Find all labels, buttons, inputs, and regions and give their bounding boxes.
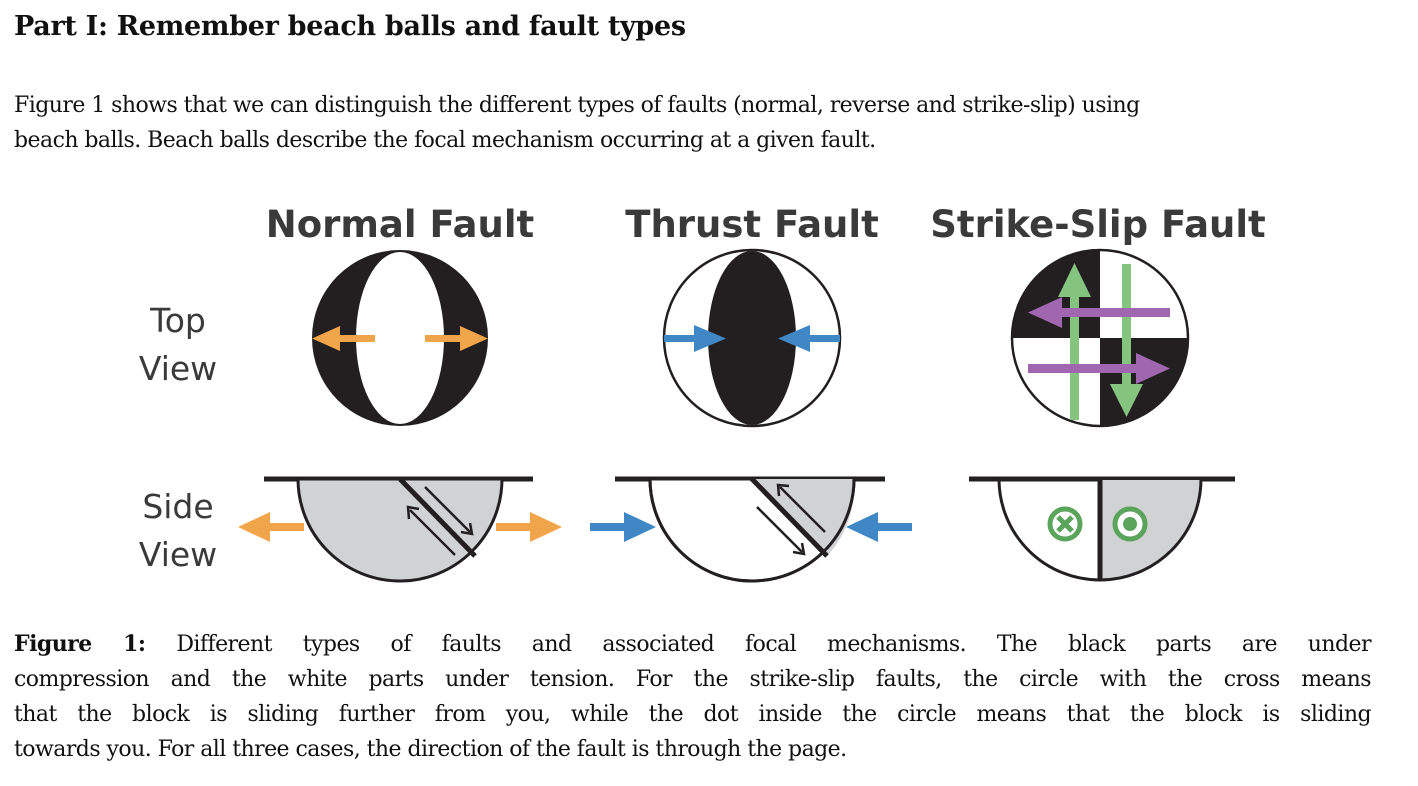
slip-arrow-down — [1110, 264, 1143, 417]
row-label-top-line1: Top — [149, 301, 206, 340]
column-title-normal: Normal Fault — [266, 203, 535, 246]
slip-arrow-up-left-thrust — [776, 483, 826, 533]
slip-arrow-right — [1028, 353, 1170, 384]
intro-line: Figure 1 shows that we can distinguish t… — [14, 93, 1140, 118]
strike-slip-side-view — [969, 476, 1235, 582]
strike-slip-beach-ball — [1010, 248, 1190, 428]
sliding-toward-symbol — [1112, 506, 1148, 542]
sliding-away-symbol — [1047, 506, 1083, 542]
slip-arrow-up — [1058, 263, 1091, 420]
compression-arrow-left-side — [590, 512, 656, 542]
caption-line: that the block is sliding further from y… — [14, 702, 1372, 727]
normal-fault-beach-ball — [312, 250, 488, 426]
slip-arrow-down-right — [424, 486, 474, 536]
slip-arrow-left — [1028, 297, 1170, 328]
slip-arrow-up-left — [406, 505, 456, 556]
thrust-fault-beach-ball — [662, 248, 842, 428]
row-label-side-line1: Side — [142, 487, 213, 526]
intro-line: beach balls. Beach balls describe the fo… — [14, 128, 876, 153]
row-label-side-line2: View — [139, 535, 217, 574]
row-label-top-line2: View — [139, 349, 217, 388]
caption-line: towards you. For all three cases, the di… — [14, 737, 847, 762]
compression-arrow-right-side — [846, 512, 912, 542]
figure-caption: Figure 1: Different types of faults and … — [14, 627, 1372, 767]
extension-arrow-right-side — [496, 512, 562, 542]
slip-arrow-down-right-thrust — [756, 506, 806, 556]
caption-label: Figure 1: — [14, 631, 146, 657]
column-title-strike-slip: Strike-Slip Fault — [930, 203, 1266, 246]
section-heading: Part I: Remember beach balls and fault t… — [14, 11, 686, 42]
intro-paragraph: Figure 1 shows that we can distinguish t… — [14, 88, 1384, 158]
extension-arrow-left-side — [238, 512, 304, 542]
caption-line: Different types of faults and associated… — [145, 632, 1371, 657]
thrust-fault-side-view — [590, 476, 912, 583]
column-title-thrust: Thrust Fault — [625, 203, 879, 246]
compression-arrow-left — [664, 325, 726, 352]
extension-arrow-left — [312, 326, 375, 351]
compression-arrow-right — [778, 325, 840, 352]
normal-fault-side-view — [238, 476, 562, 583]
extension-arrow-right — [425, 326, 488, 351]
caption-line: compression and the white parts under te… — [14, 667, 1372, 692]
